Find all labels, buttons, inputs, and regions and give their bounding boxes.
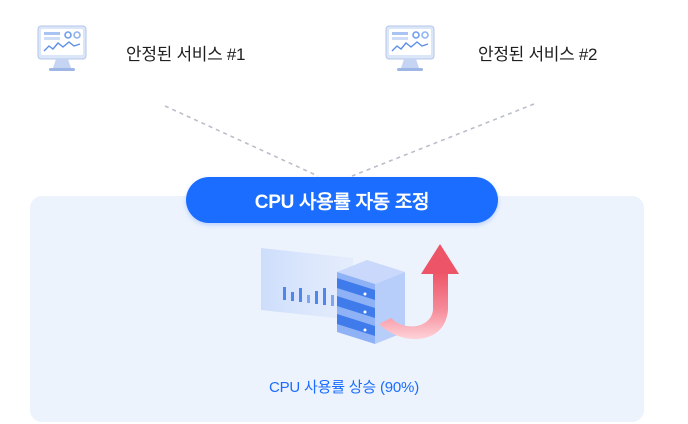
cpu-usage-chart-icon [261, 248, 353, 320]
monitor-dashboard-icon [385, 25, 435, 71]
connector-line-service-2 [351, 103, 535, 177]
monitor-dashboard-icon [37, 25, 87, 71]
connector-line-service-1 [164, 105, 319, 177]
upward-arrow-icon [379, 244, 459, 340]
cpu-rise-illustration [261, 244, 459, 344]
service-label-2: 안정된 서비스 #2 [478, 45, 598, 64]
cpu-rise-caption: CPU 사용률 상승 (90%) [269, 379, 419, 396]
cpu-autoscale-label: CPU 사용률 자동 조정 [254, 191, 430, 213]
cpu-autoscale-badge: CPU 사용률 자동 조정 [186, 177, 498, 223]
service-label-1: 안정된 서비스 #1 [126, 45, 246, 64]
